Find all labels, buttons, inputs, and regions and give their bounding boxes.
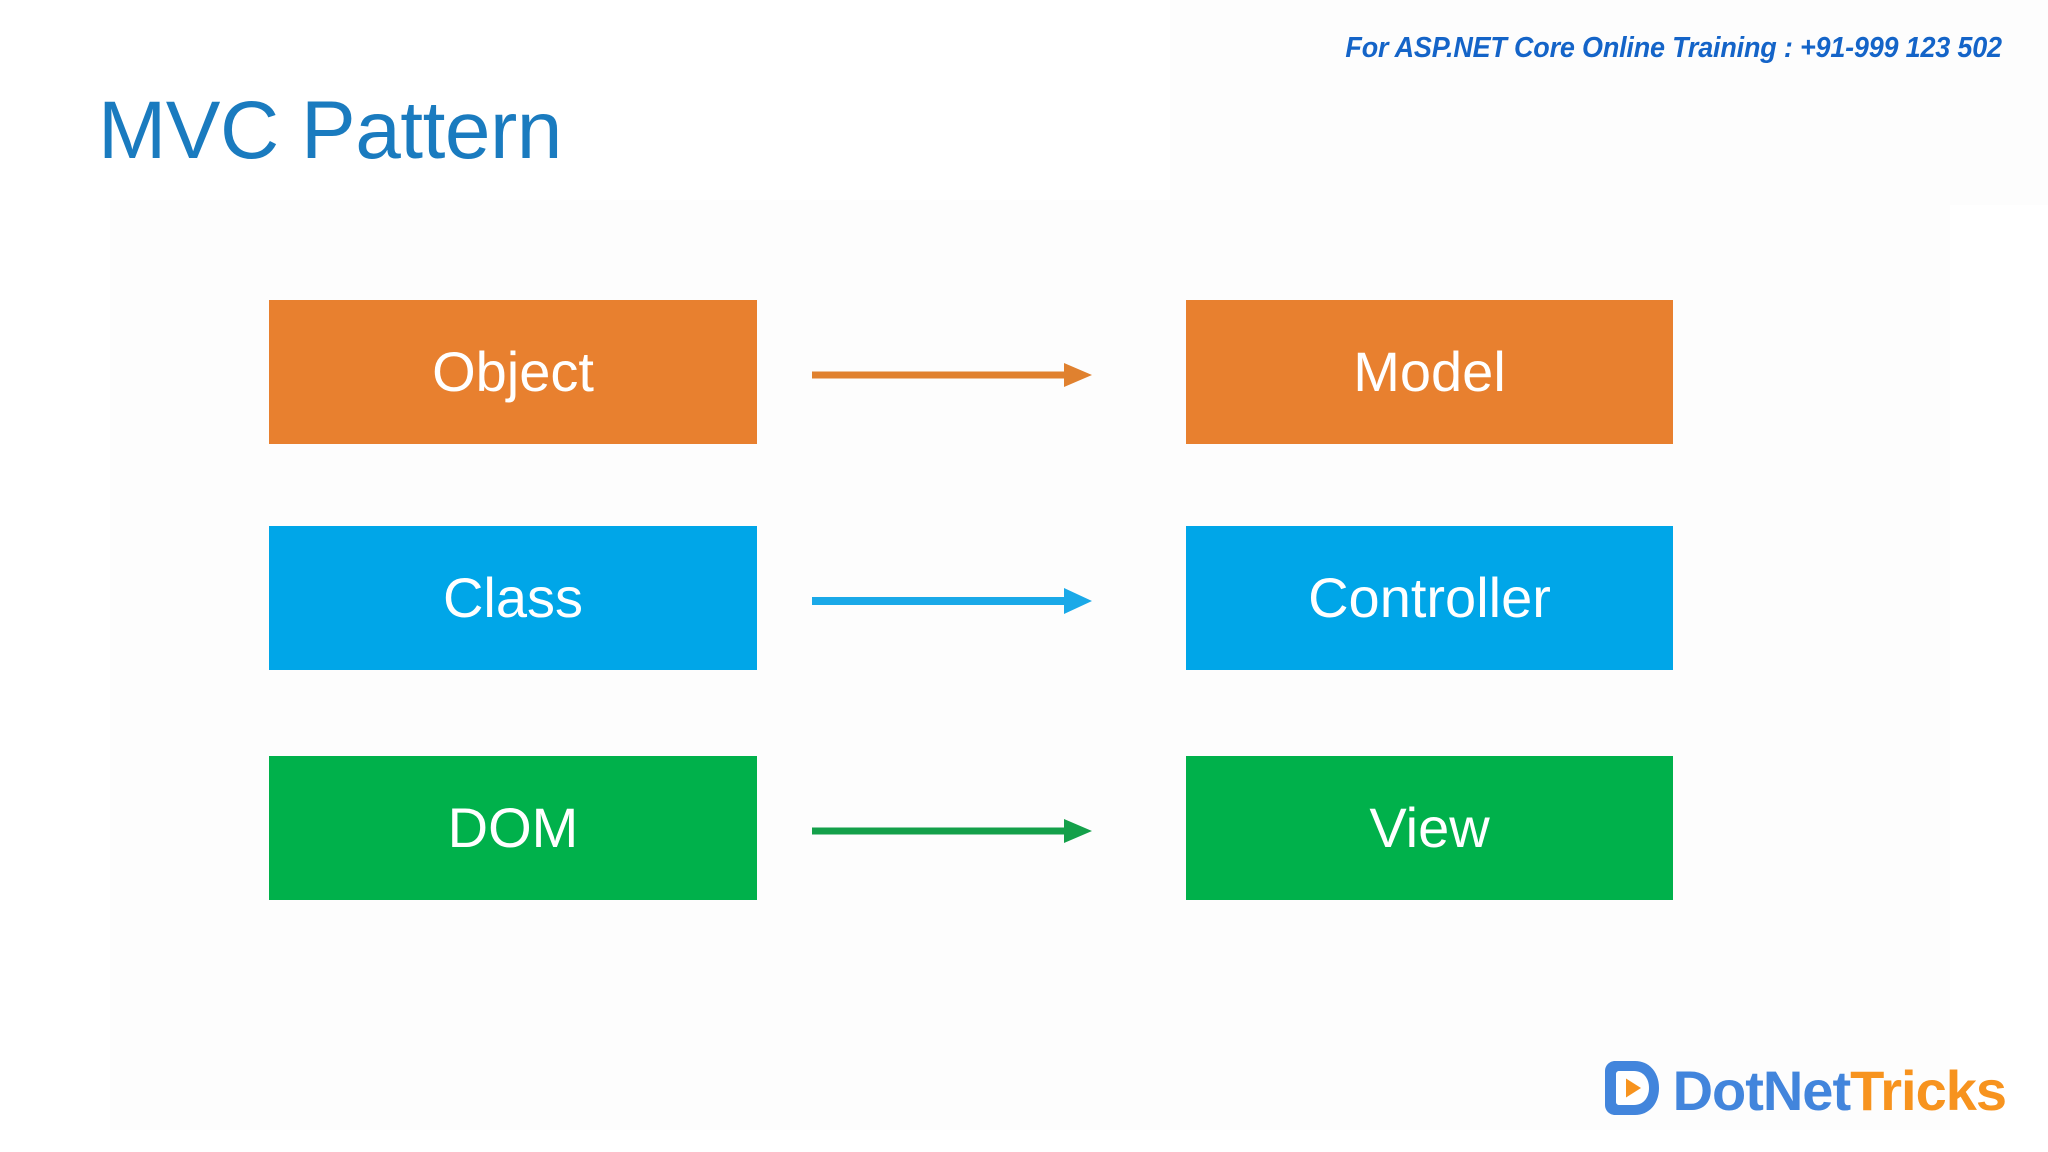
arrow-object-to-model: [812, 362, 1092, 388]
diagram-box-target-model: Model: [1186, 300, 1673, 444]
diagram-box-target-controller: Controller: [1186, 526, 1673, 670]
diagram-row-object-model: Object Model: [0, 300, 2048, 446]
logo-text-tricks: Tricks: [1850, 1058, 2007, 1122]
diagram-box-source-dom: DOM: [269, 756, 757, 900]
arrow-class-to-controller: [812, 588, 1092, 614]
diagram-row-dom-view: DOM View: [0, 756, 2048, 902]
training-contact-line: For ASP.NET Core Online Training : +91-9…: [1345, 32, 2003, 64]
brand-logo: DotNetTricks: [1601, 1057, 2007, 1124]
play-button-icon: [1601, 1057, 1663, 1124]
diagram-box-source-class: Class: [269, 526, 757, 670]
page-title: MVC Pattern: [98, 85, 562, 176]
diagram-box-source-object: Object: [269, 300, 757, 444]
diagram-box-target-view: View: [1186, 756, 1673, 900]
logo-text-dotnet: DotNet: [1672, 1058, 1852, 1122]
background-panel-header: [1170, 0, 2048, 205]
diagram-row-class-controller: Class Controller: [0, 526, 2048, 672]
arrow-dom-to-view: [812, 818, 1092, 844]
